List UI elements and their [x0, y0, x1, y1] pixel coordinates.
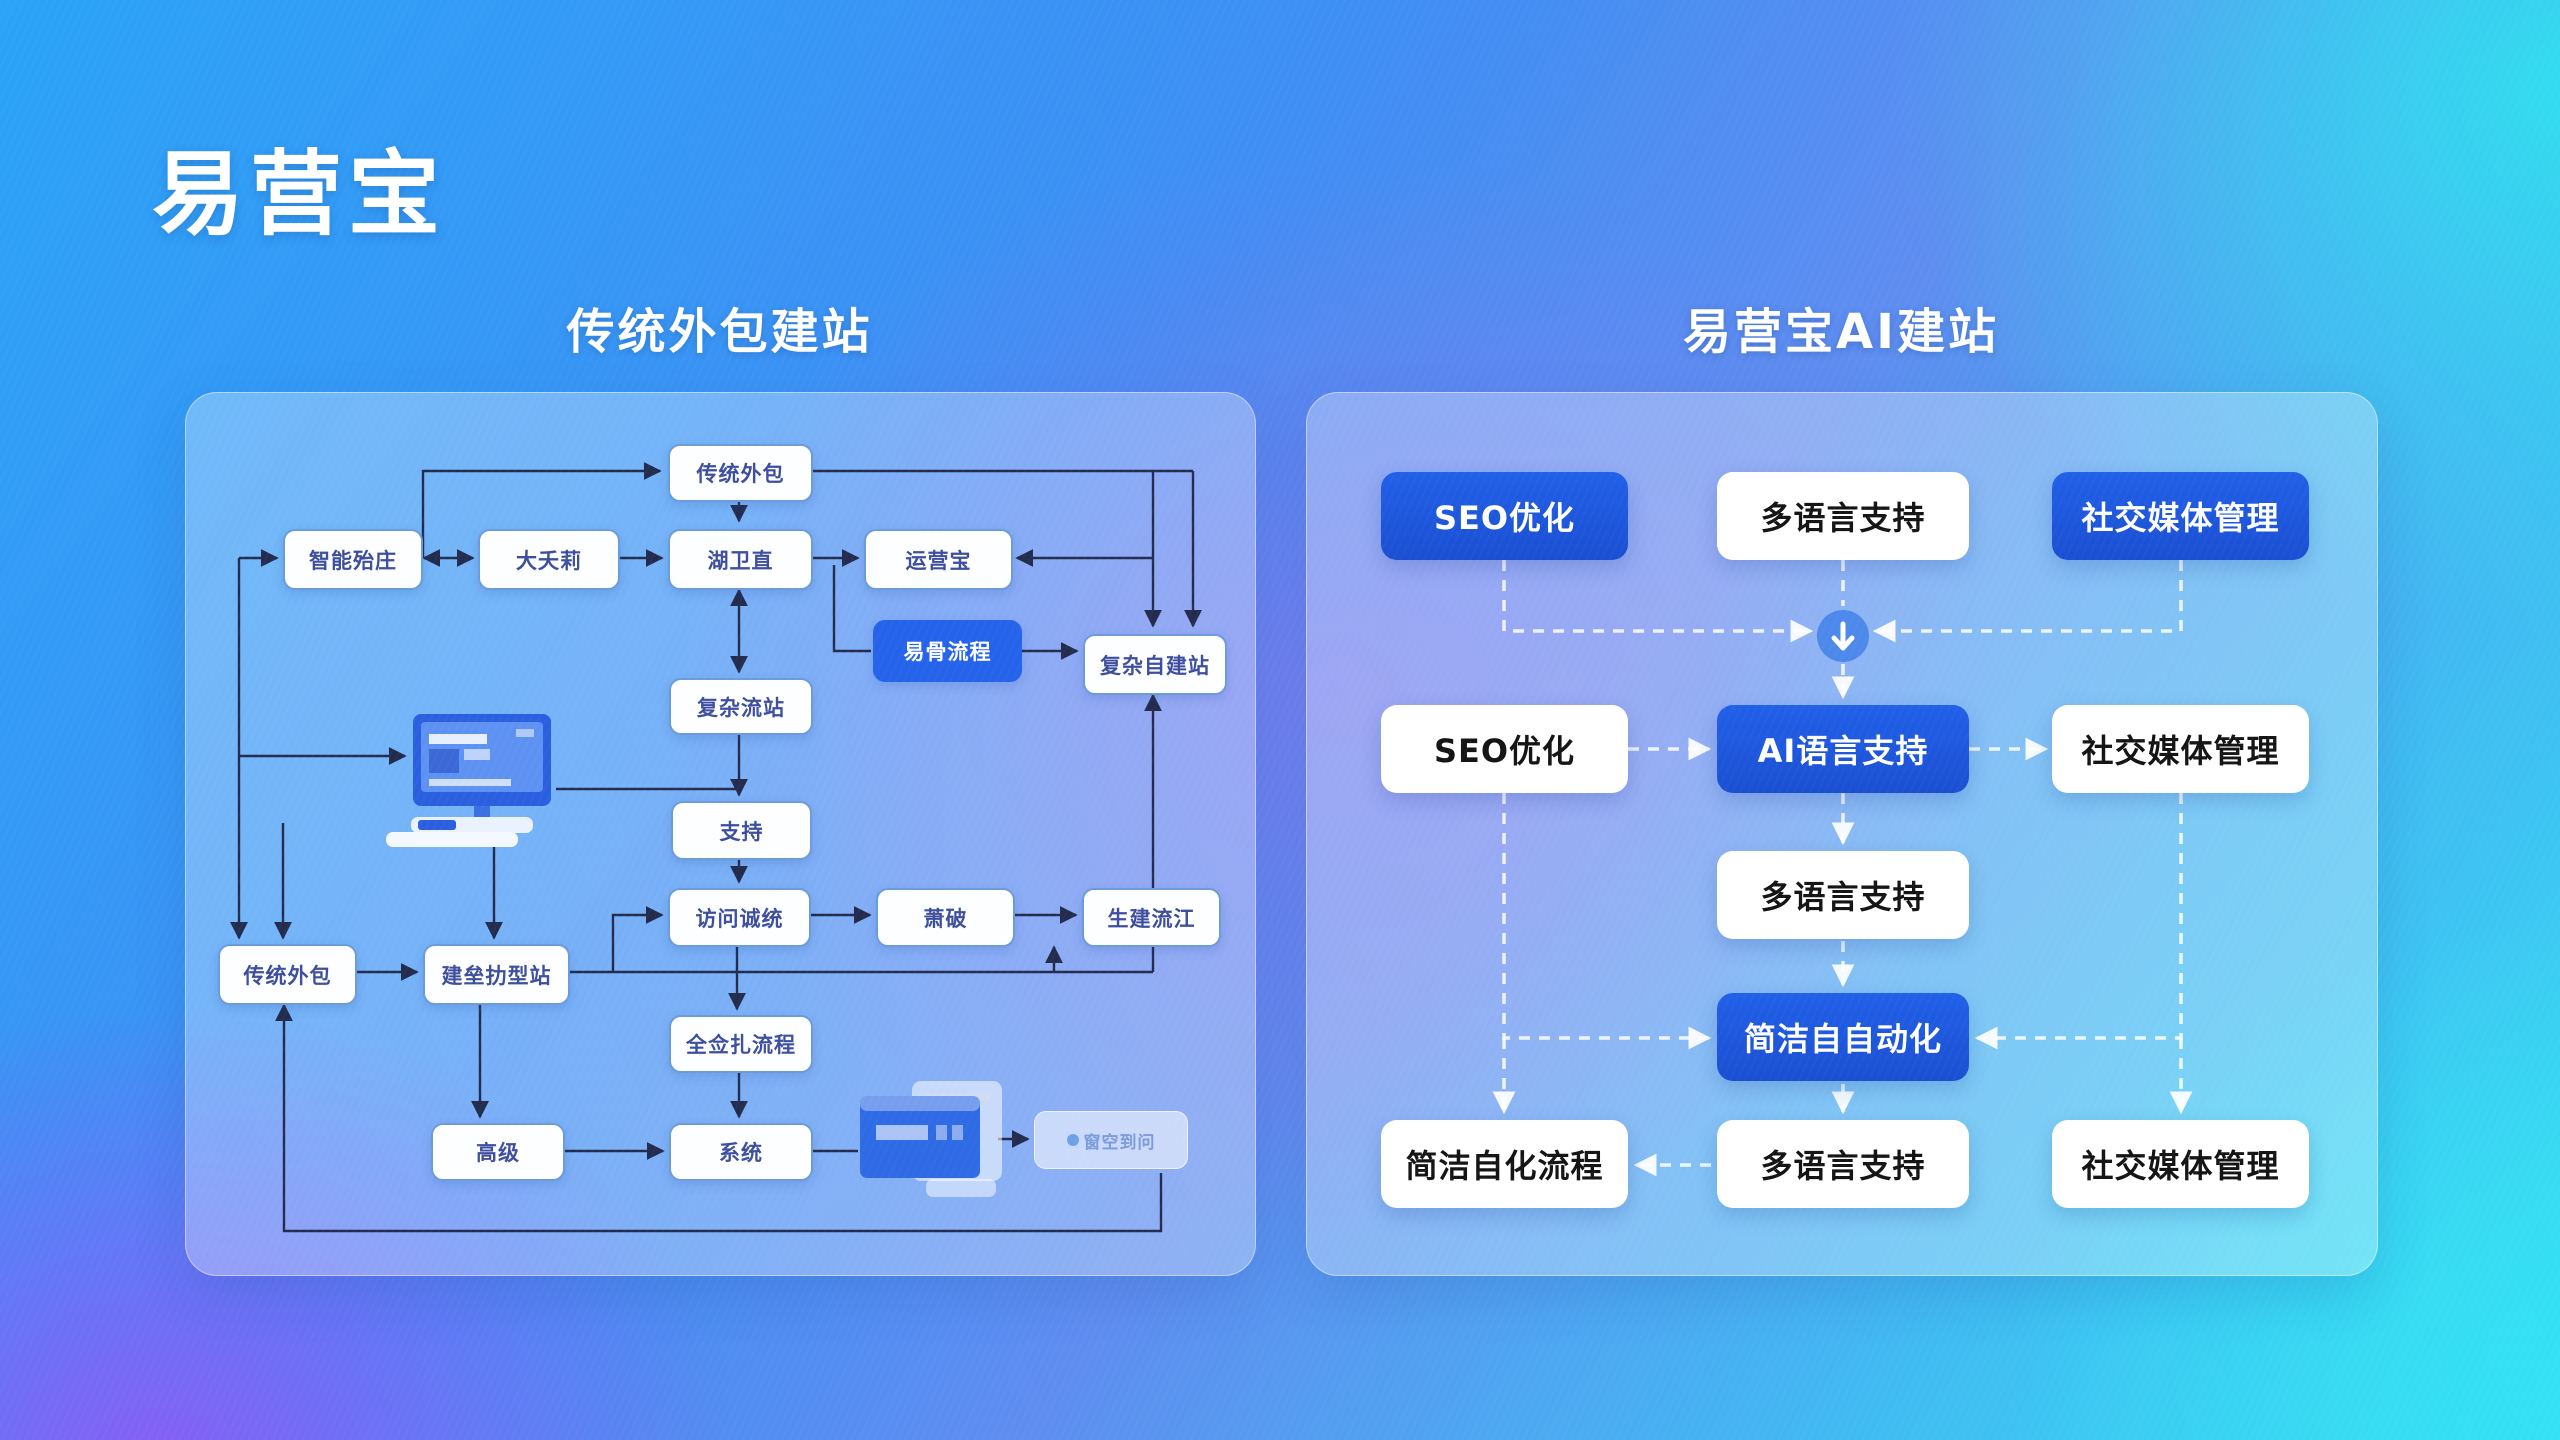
ai-node-social-1: 社交媒体管理 — [2052, 472, 2309, 560]
flow-node-row2-a: 智能殆庄 — [283, 529, 423, 590]
left-section-heading: 传统外包建站 — [566, 304, 873, 360]
flow-node-ghost: 窗空到问 — [1034, 1111, 1188, 1169]
flow-node-row2-c: 湖卫直 — [668, 529, 813, 590]
ai-flow-panel: SEO优化 多语言支持 社交媒体管理 SEO优化 AI语言支持 社交媒体管理 多… — [1306, 392, 2378, 1276]
globe-dot-icon — [1066, 1134, 1079, 1146]
flow-node-build-site: 建垒扐型站 — [423, 944, 570, 1005]
flow-node-visit-test: 访问诚统 — [668, 888, 811, 947]
flow-node-complex-site: 复杂自建站 — [1083, 634, 1227, 695]
flow-node-traditional-outsource-top: 传统外包 — [668, 444, 813, 502]
ai-node-social-3: 社交媒体管理 — [2052, 1120, 2309, 1208]
flow-node-ghost-label: 窗空到问 — [1083, 1132, 1156, 1153]
flow-node-full-process: 全佥扎流程 — [669, 1015, 813, 1073]
flow-node-advanced: 高级 — [431, 1123, 565, 1181]
ghost-window-icon — [912, 1081, 1002, 1197]
ai-node-multilang-1: 多语言支持 — [1717, 472, 1969, 560]
computer-icon — [386, 714, 551, 847]
traditional-flowchart-panel: 传统外包 智能殆庄 大夭莉 湖卫直 运营宝 易骨流程 复杂自建站 复杂流站 支持… — [185, 392, 1256, 1276]
flow-node-mid: 萧破 — [876, 888, 1015, 947]
page-title: 易营宝 — [152, 141, 447, 248]
ai-node-seo-1: SEO优化 — [1381, 472, 1628, 560]
ai-node-seo-2: SEO优化 — [1381, 705, 1628, 793]
browser-window-icon — [860, 1096, 980, 1178]
ai-node-multilang-3: 多语言支持 — [1717, 1120, 1969, 1208]
flow-node-support: 支持 — [671, 801, 812, 860]
ai-node-social-2: 社交媒体管理 — [2052, 705, 2309, 793]
flow-node-system: 系统 — [669, 1123, 813, 1181]
flow-node-traditional-outsource-2: 传统外包 — [218, 944, 357, 1005]
flow-node-row2-d: 运营宝 — [864, 529, 1013, 590]
flow-node-generate-flow: 生建流江 — [1082, 888, 1221, 947]
flow-node-easy-process: 易骨流程 — [873, 620, 1022, 682]
down-arrow-circle-icon — [1817, 610, 1869, 662]
flow-node-row2-b: 大夭莉 — [478, 529, 620, 590]
flow-node-complex-flow: 复杂流站 — [669, 678, 813, 735]
ai-node-ai-language: AI语言支持 — [1717, 705, 1969, 793]
ai-node-simple-flow: 简洁自化流程 — [1381, 1120, 1628, 1208]
right-section-heading: 易营宝AI建站 — [1682, 304, 1999, 360]
ai-node-simple-automation: 简洁自自动化 — [1717, 993, 1969, 1081]
ai-node-multilang-2: 多语言支持 — [1717, 851, 1969, 939]
